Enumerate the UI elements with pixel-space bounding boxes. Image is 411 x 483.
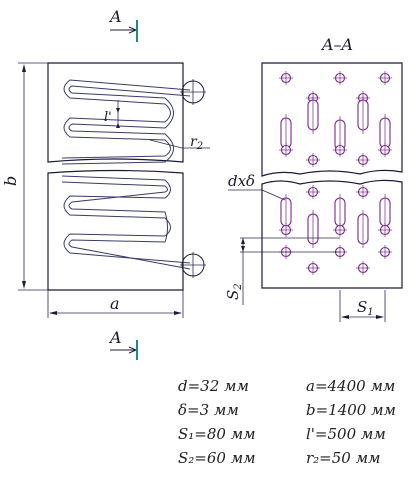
coil-upper	[61, 79, 191, 159]
section-mark-bottom: A	[108, 328, 138, 360]
label-a: a	[110, 294, 120, 313]
dimension-b: b	[1, 62, 48, 291]
spec-delta: δ=3 мм	[178, 401, 239, 419]
label-s2: S2	[224, 283, 244, 300]
section-mark-top: A	[108, 7, 138, 42]
spec-l-prime: l'=500 мм	[306, 425, 386, 443]
section-letter-top: A	[108, 7, 122, 26]
label-r2: r2	[190, 134, 203, 152]
label-l-prime: l'	[104, 110, 112, 125]
label-dxdelta: dxδ	[228, 172, 255, 190]
dimension-r2: r2	[149, 134, 210, 152]
spec-s2: S₂=60 мм	[178, 449, 256, 467]
front-view-panel	[47, 62, 206, 291]
spec-b: b=1400 мм	[306, 401, 396, 419]
dimension-s2: S2	[224, 237, 340, 305]
dimension-l-prime: l'	[104, 100, 120, 128]
dimension-dxdelta: dxδ	[228, 172, 286, 201]
label-b: b	[1, 176, 20, 186]
label-s1: S1	[357, 298, 374, 318]
dimension-s1: S1	[339, 290, 386, 322]
section-view-title: A–A	[320, 35, 353, 54]
section-view-panel	[261, 62, 403, 289]
section-holes	[279, 71, 392, 275]
spec-a: a=4400 мм	[306, 377, 396, 395]
spec-list-right: a=4400 мм b=1400 мм l'=500 мм r₂=50 мм	[306, 374, 396, 470]
spec-list-left: d=32 мм δ=3 мм S₁=80 мм S₂=60 мм	[178, 374, 256, 470]
spec-s1: S₁=80 мм	[178, 425, 256, 443]
section-letter-bottom: A	[108, 328, 122, 347]
dimension-a: a	[47, 290, 184, 318]
spec-d: d=32 мм	[178, 377, 249, 395]
coil-lower	[61, 175, 191, 264]
spec-r2: r₂=50 мм	[306, 449, 381, 467]
